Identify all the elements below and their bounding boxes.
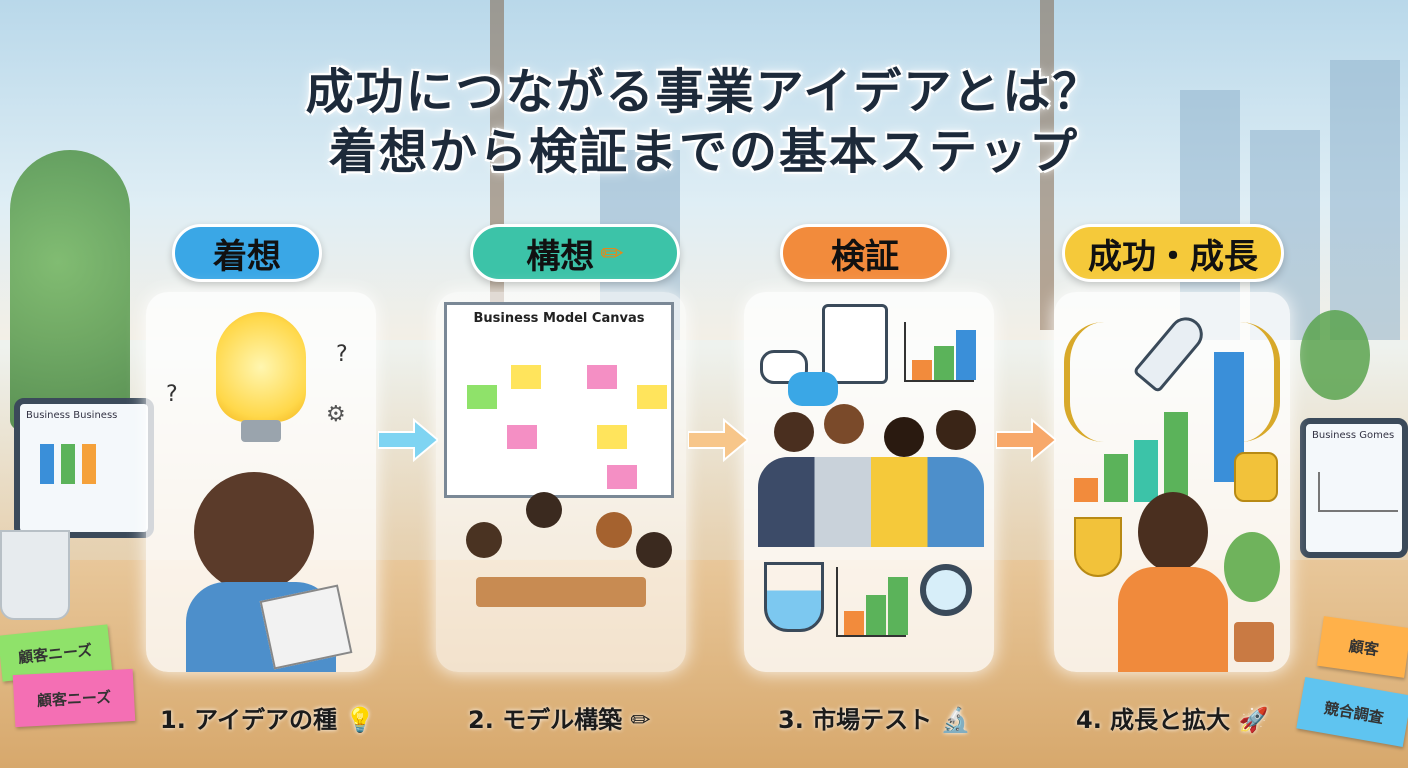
sticky-note: 顧客ニーズ — [12, 668, 136, 728]
step-pill-planning: 構想 ✏ — [470, 224, 680, 282]
gear-icon: ⚙ — [326, 402, 346, 427]
laptop-left: Business Business — [14, 398, 154, 538]
panel-validation — [744, 292, 994, 672]
team-member-icon — [884, 417, 924, 457]
business-model-canvas-board: Business Model Canvas — [444, 302, 674, 498]
coin-stack-icon — [1234, 452, 1278, 502]
growth-chart-icon — [904, 322, 976, 382]
laptop-screen-title: Business Gomes — [1312, 430, 1395, 441]
team-member-icon — [526, 492, 562, 528]
page-title-line2: 着想から検証までの基本ステップ — [328, 124, 1079, 180]
question-mark-icon: ? — [166, 382, 178, 407]
trophy-icon — [1074, 517, 1122, 577]
team-member-icon — [774, 412, 814, 452]
plant-pot-icon — [1234, 622, 1274, 662]
office-window-background — [0, 0, 1408, 340]
sticky-note-icon — [467, 385, 497, 409]
sticky-note-icon — [511, 365, 541, 389]
notepad-icon — [259, 584, 353, 670]
woman-with-notepad-icon — [194, 472, 314, 592]
line-chart-icon — [1318, 472, 1398, 512]
sticky-note-icon — [607, 465, 637, 489]
laptop-screen-title: Business Business — [26, 410, 118, 421]
step-pill-ideation: 着想 — [172, 224, 322, 282]
sticky-note-icon — [507, 425, 537, 449]
arrow-right-icon — [688, 418, 748, 462]
step-caption-4: 4. 成長と拡大 🚀 — [1076, 706, 1269, 734]
flask-icon — [764, 562, 824, 632]
sticky-note-icon — [637, 385, 667, 409]
clipboard-checklist-icon — [822, 304, 888, 384]
rocket-icon — [1132, 310, 1210, 394]
plant-icon — [10, 150, 130, 430]
growth-chart-icon — [1074, 392, 1214, 502]
laurel-icon — [1240, 322, 1280, 442]
step-caption-3: 3. 市場テスト 🔬 — [778, 706, 971, 734]
growth-chart-icon — [836, 567, 908, 637]
chart-icon — [40, 444, 110, 484]
laptop-right: Business Gomes — [1300, 418, 1408, 558]
window-frame — [1040, 0, 1054, 330]
person-body — [1118, 567, 1228, 672]
step-label: 検証 — [831, 236, 899, 277]
step-label: 成功・成長 — [1088, 236, 1258, 277]
sticky-note-icon — [597, 425, 627, 449]
tree-icon — [1224, 532, 1280, 602]
arrow-right-icon — [378, 418, 438, 462]
team-bodies — [758, 457, 984, 547]
city-building — [1330, 60, 1400, 340]
plant-icon — [1300, 310, 1370, 400]
page-title-line1: 成功につながる事業アイデアとは？ — [305, 64, 1103, 120]
lightbulb-base — [241, 420, 281, 442]
arrow-right-icon — [996, 418, 1056, 462]
magnifier-icon — [920, 564, 972, 616]
speech-bubble-icon — [788, 372, 838, 406]
panel-ideation: ? ? ⚙ — [146, 292, 376, 672]
canvas-title: Business Model Canvas — [473, 311, 645, 326]
panel-growth — [1054, 292, 1290, 672]
panel-planning: Business Model Canvas — [436, 292, 686, 672]
sticky-note-icon — [587, 365, 617, 389]
team-member-icon — [936, 410, 976, 450]
team-member-icon — [824, 404, 864, 444]
step-label: 着想 — [213, 236, 281, 277]
team-member-icon — [466, 522, 502, 558]
lightbulb-icon — [216, 312, 306, 422]
woman-celebrating-icon — [1138, 492, 1208, 572]
laurel-icon — [1064, 322, 1104, 442]
step-caption-2: 2. モデル構築 ✏ — [468, 706, 651, 734]
team-member-icon — [636, 532, 672, 568]
pencil-icon: ✏ — [600, 236, 624, 270]
question-mark-icon: ? — [336, 342, 348, 367]
step-pill-growth: 成功・成長 — [1062, 224, 1284, 282]
coffee-mug-icon — [0, 530, 70, 620]
step-label: 構想 — [526, 236, 595, 277]
step-pill-validation: 検証 — [780, 224, 950, 282]
team-member-icon — [596, 512, 632, 548]
meeting-table — [476, 577, 646, 607]
step-caption-1: 1. アイデアの種 💡 — [160, 706, 376, 734]
